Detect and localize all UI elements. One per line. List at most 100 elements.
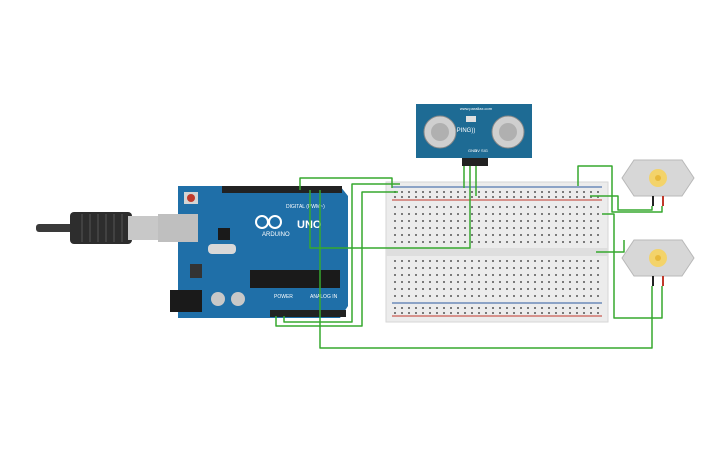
breadboard-hole[interactable] [583,191,585,193]
breadboard-hole[interactable] [499,267,501,269]
breadboard-hole[interactable] [394,307,396,309]
breadboard-hole[interactable] [464,260,466,262]
breadboard-hole[interactable] [443,288,445,290]
breadboard-hole[interactable] [485,213,487,215]
breadboard-hole[interactable] [436,196,438,198]
breadboard-hole[interactable] [527,234,529,236]
breadboard-hole[interactable] [548,213,550,215]
breadboard-hole[interactable] [583,281,585,283]
breadboard-hole[interactable] [548,241,550,243]
breadboard-hole[interactable] [422,196,424,198]
breadboard-hole[interactable] [590,234,592,236]
breadboard-hole[interactable] [443,260,445,262]
breadboard-hole[interactable] [485,274,487,276]
breadboard-hole[interactable] [597,220,599,222]
breadboard-hole[interactable] [457,288,459,290]
breadboard-hole[interactable] [429,213,431,215]
wire-motor-1-red[interactable] [577,165,663,213]
breadboard-hole[interactable] [478,312,480,314]
breadboard-hole[interactable] [541,307,543,309]
breadboard-hole[interactable] [520,196,522,198]
breadboard-hole[interactable] [569,220,571,222]
breadboard-hole[interactable] [457,274,459,276]
breadboard-hole[interactable] [415,241,417,243]
breadboard-hole[interactable] [457,206,459,208]
breadboard-hole[interactable] [597,267,599,269]
breadboard-hole[interactable] [471,260,473,262]
breadboard-hole[interactable] [471,191,473,193]
breadboard-hole[interactable] [443,295,445,297]
breadboard-hole[interactable] [541,267,543,269]
breadboard-hole[interactable] [443,267,445,269]
breadboard-hole[interactable] [471,241,473,243]
breadboard-hole[interactable] [478,206,480,208]
breadboard-hole[interactable] [576,312,578,314]
breadboard-hole[interactable] [408,281,410,283]
breadboard-hole[interactable] [562,206,564,208]
breadboard-hole[interactable] [443,191,445,193]
breadboard-hole[interactable] [548,260,550,262]
breadboard-hole[interactable] [527,191,529,193]
breadboard-hole[interactable] [408,260,410,262]
breadboard-hole[interactable] [471,295,473,297]
breadboard-hole[interactable] [485,227,487,229]
breadboard-hole[interactable] [541,281,543,283]
breadboard-hole[interactable] [576,267,578,269]
breadboard-hole[interactable] [401,274,403,276]
breadboard-hole[interactable] [590,241,592,243]
breadboard-hole[interactable] [590,295,592,297]
breadboard-hole[interactable] [548,227,550,229]
breadboard-hole[interactable] [401,206,403,208]
breadboard-hole[interactable] [401,288,403,290]
breadboard-hole[interactable] [422,281,424,283]
breadboard-hole[interactable] [520,260,522,262]
breadboard-hole[interactable] [499,196,501,198]
breadboard-hole[interactable] [513,274,515,276]
breadboard-hole[interactable] [450,220,452,222]
breadboard-hole[interactable] [408,213,410,215]
breadboard-hole[interactable] [513,220,515,222]
breadboard-hole[interactable] [478,227,480,229]
breadboard-hole[interactable] [548,206,550,208]
breadboard-hole[interactable] [450,227,452,229]
breadboard-hole[interactable] [548,295,550,297]
breadboard-hole[interactable] [534,241,536,243]
breadboard-hole[interactable] [520,281,522,283]
breadboard-hole[interactable] [576,191,578,193]
breadboard-hole[interactable] [534,295,536,297]
breadboard-hole[interactable] [485,295,487,297]
breadboard-hole[interactable] [457,307,459,309]
breadboard-hole[interactable] [555,196,557,198]
breadboard-hole[interactable] [436,213,438,215]
breadboard-hole[interactable] [492,241,494,243]
breadboard-hole[interactable] [548,307,550,309]
breadboard-hole[interactable] [464,307,466,309]
breadboard-hole[interactable] [457,234,459,236]
breadboard-hole[interactable] [562,307,564,309]
breadboard-hole[interactable] [429,227,431,229]
breadboard-hole[interactable] [548,267,550,269]
breadboard-hole[interactable] [464,295,466,297]
breadboard-hole[interactable] [583,220,585,222]
breadboard-hole[interactable] [541,220,543,222]
breadboard-hole[interactable] [576,206,578,208]
breadboard-hole[interactable] [450,196,452,198]
breadboard-hole[interactable] [541,295,543,297]
breadboard-hole[interactable] [422,213,424,215]
breadboard-hole[interactable] [597,196,599,198]
breadboard-hole[interactable] [450,295,452,297]
breadboard-hole[interactable] [429,196,431,198]
reset-button[interactable] [187,194,195,202]
breadboard-hole[interactable] [408,191,410,193]
breadboard-hole[interactable] [569,267,571,269]
breadboard-hole[interactable] [394,220,396,222]
breadboard-hole[interactable] [541,206,543,208]
breadboard-hole[interactable] [562,227,564,229]
breadboard-hole[interactable] [590,281,592,283]
breadboard-hole[interactable] [457,295,459,297]
breadboard-hole[interactable] [408,295,410,297]
breadboard-hole[interactable] [485,241,487,243]
breadboard-hole[interactable] [436,234,438,236]
breadboard-hole[interactable] [597,295,599,297]
breadboard-hole[interactable] [569,281,571,283]
